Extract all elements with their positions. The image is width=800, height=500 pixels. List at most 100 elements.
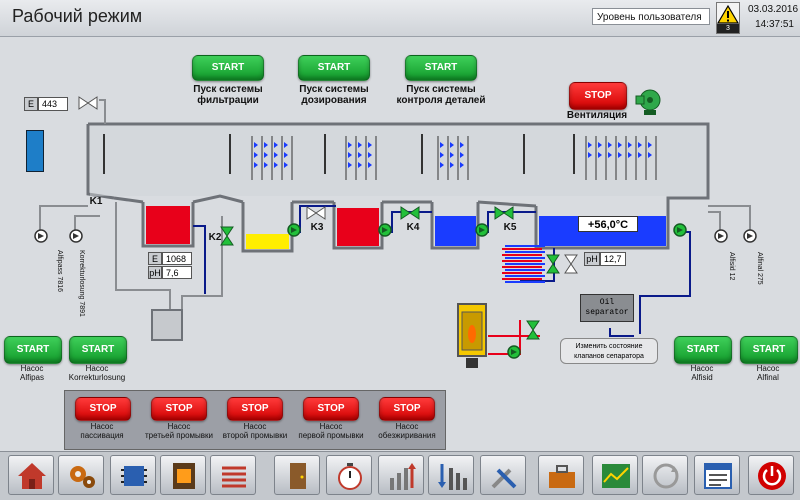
timer-button[interactable] [326, 455, 372, 495]
pump-tank4-icon[interactable] [474, 222, 490, 238]
tank1-ph-value: 7,6 [162, 266, 192, 279]
pump-tank3-icon[interactable] [377, 222, 393, 238]
ph-value: 12,7 [600, 252, 626, 266]
start-dosing-button[interactable]: START [298, 55, 370, 81]
levels-up-button[interactable] [378, 455, 424, 495]
user-level-field[interactable]: Уровень пользователя [592, 8, 710, 25]
stop-pump-third-rinse-button[interactable]: STOP [151, 397, 207, 421]
pump-alfinal-icon[interactable] [742, 228, 758, 244]
start-filtration-button[interactable]: START [192, 55, 264, 81]
e-value: 443 [38, 97, 68, 111]
alarm-list-button[interactable] [694, 455, 740, 495]
label-line: контроля деталей [396, 95, 486, 106]
levels-down-button[interactable] [428, 455, 474, 495]
sep-note-line1: Изменить состояние [575, 343, 643, 350]
power-button[interactable] [748, 455, 794, 495]
valve-icon[interactable] [78, 96, 98, 110]
label-line: обезжиривания [378, 431, 436, 440]
pump-korrektur-icon[interactable] [68, 228, 84, 244]
valve-k4[interactable] [400, 206, 420, 220]
stopwatch-icon [338, 463, 362, 490]
settings-button[interactable] [58, 455, 104, 495]
pump-burner-icon[interactable] [506, 344, 522, 360]
furnace-icon [173, 463, 195, 489]
trends-button[interactable] [592, 455, 638, 495]
k3-label: K3 [310, 222, 324, 233]
pump-tank2-icon[interactable] [286, 222, 302, 238]
label-line: Пуск системы [299, 84, 369, 95]
start-pump-korrektur-button[interactable]: START [69, 336, 127, 364]
valve-k2[interactable] [220, 226, 234, 246]
tank1-e-value: 1068 [162, 252, 192, 265]
tank1-e-tag: E [148, 252, 162, 265]
fan-icon [635, 89, 661, 115]
pump-alfipas-icon[interactable] [33, 228, 49, 244]
label-line: третьей промывки [145, 431, 213, 440]
access-button[interactable] [274, 455, 320, 495]
tank-3-liquid [337, 208, 379, 246]
cycle-icon [653, 463, 679, 489]
label-line: фильтрации [197, 95, 259, 106]
start-pump-alfinal-button[interactable]: START [740, 336, 798, 364]
stop-pump-passivation-button[interactable]: STOP [75, 397, 131, 421]
heater-button[interactable] [210, 455, 256, 495]
ph-tag: pH [584, 252, 600, 266]
maintenance-button[interactable] [480, 455, 526, 495]
valve-k3[interactable] [306, 206, 326, 220]
label-line: Alfinal [757, 373, 779, 382]
alarm-count: 3 [717, 24, 739, 33]
pump-tank5-icon[interactable] [672, 222, 688, 238]
door-icon [290, 463, 306, 489]
sensor-module [26, 130, 44, 172]
stop-pump-second-rinse-button[interactable]: STOP [227, 397, 283, 421]
start-pump-alfipas-button[interactable]: START [4, 336, 62, 364]
label-line: Пуск системы [193, 84, 263, 95]
valve-k5[interactable] [494, 206, 514, 220]
label-line: Насос [90, 422, 114, 431]
valve-sep-1[interactable] [546, 254, 560, 274]
valve-sep-2[interactable] [564, 254, 578, 274]
label-line: Пуск системы [406, 84, 476, 95]
label-line: Alfisid [691, 373, 713, 382]
stop-pump-first-rinse-button[interactable]: STOP [303, 397, 359, 421]
ventilation-stop-button[interactable]: STOP [569, 82, 627, 110]
alfinal-level: Alfinal 275 [756, 252, 763, 285]
stop-pump-degreasing-button[interactable]: STOP [379, 397, 435, 421]
e-tag: E [24, 97, 38, 111]
korrektur-level: Korrekturlosung 7891 [78, 250, 85, 317]
gears-icon [70, 466, 95, 488]
tank1-ph-tag: pH [148, 266, 162, 279]
label-line: пассивация [80, 431, 124, 440]
label-line: Насос [756, 364, 780, 373]
label-line: Насос [167, 422, 191, 431]
pump-alfisid-icon[interactable] [713, 228, 729, 244]
furnace-button[interactable] [160, 455, 206, 495]
label-line: дозирования [301, 95, 367, 106]
controller-button[interactable] [110, 455, 156, 495]
levels-down-icon [438, 464, 467, 490]
home-icon [18, 463, 46, 489]
tank-4-liquid [435, 216, 476, 246]
valve-burner[interactable] [526, 320, 540, 340]
trend-icon [602, 464, 630, 488]
cycle-button[interactable] [642, 455, 688, 495]
power-icon [758, 462, 786, 490]
time-display: 14:37:51 [755, 19, 794, 30]
alarm-indicator[interactable]: 3 [716, 2, 740, 34]
toolbox-button[interactable] [538, 455, 584, 495]
start-parts-control-button[interactable]: START [405, 55, 477, 81]
k1-label: K1 [89, 196, 103, 207]
label-line: Насос [319, 422, 343, 431]
label-line: первой промывки [298, 431, 364, 440]
k5-label: K5 [503, 222, 517, 233]
start-pump-alfisid-button[interactable]: START [674, 336, 732, 364]
home-button[interactable] [8, 455, 54, 495]
